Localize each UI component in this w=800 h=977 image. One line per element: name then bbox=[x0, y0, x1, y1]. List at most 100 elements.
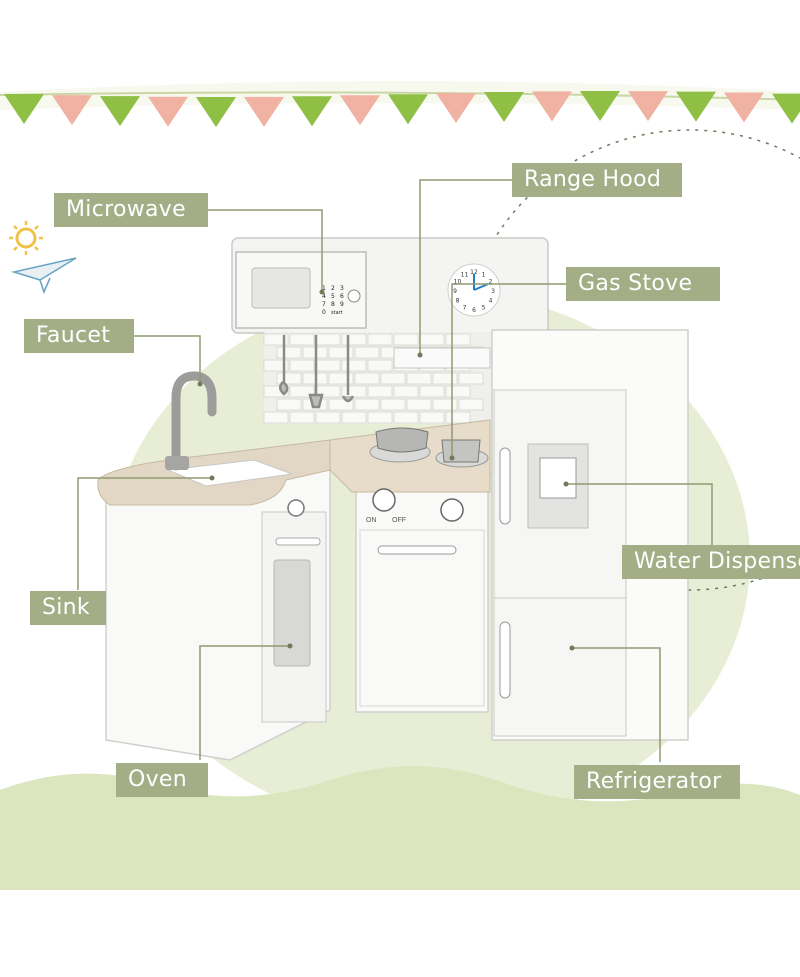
sun-icon bbox=[9, 221, 43, 255]
keypad-key: 6 bbox=[340, 293, 344, 300]
clock-number: 11 bbox=[461, 272, 469, 279]
stove-cabinet bbox=[355, 475, 489, 713]
label-refrigerator: Refrigerator bbox=[574, 765, 740, 799]
backsplash-tile bbox=[263, 359, 289, 372]
label-water-dispenser-text: Water Dispenser bbox=[634, 549, 800, 574]
leader-sink bbox=[77, 477, 212, 590]
fridge-upper-handle bbox=[499, 447, 511, 525]
label-refrigerator-text: Refrigerator bbox=[586, 769, 722, 794]
leader-faucet bbox=[134, 335, 201, 382]
backsplash-tile bbox=[367, 411, 393, 424]
frying-pan bbox=[375, 427, 429, 453]
clock-number: 6 bbox=[472, 307, 476, 314]
bunting-flag bbox=[532, 91, 572, 122]
backsplash-tile bbox=[393, 333, 419, 346]
clock-number: 4 bbox=[489, 298, 493, 305]
bunting-flag bbox=[628, 91, 668, 122]
keypad-key: 4 bbox=[322, 293, 326, 300]
bunting-flag bbox=[772, 93, 800, 124]
bunting-garland bbox=[0, 91, 800, 127]
bunting-flag bbox=[4, 94, 44, 124]
bunting-flag bbox=[436, 93, 476, 124]
paper-plane-icon bbox=[10, 257, 77, 295]
sink-basin bbox=[166, 459, 293, 487]
stove-door-handle bbox=[377, 545, 457, 555]
keypad-key: 3 bbox=[340, 285, 344, 292]
bunting-flag bbox=[196, 96, 236, 127]
knob-off-text: OFF bbox=[392, 517, 406, 524]
utensil-ladle bbox=[279, 335, 289, 396]
backsplash-tile bbox=[406, 398, 432, 411]
leader-microwave bbox=[208, 209, 323, 290]
backsplash-tile bbox=[380, 372, 406, 385]
backsplash-tile bbox=[328, 372, 354, 385]
bunting-flag bbox=[340, 95, 380, 126]
backsplash-tile bbox=[458, 372, 484, 385]
bunting-flag bbox=[484, 92, 524, 123]
keypad-key: start bbox=[331, 310, 343, 316]
backsplash-tile bbox=[341, 333, 367, 346]
keypad-key: 1 bbox=[322, 285, 326, 292]
label-range-hood-text: Range Hood bbox=[524, 167, 662, 192]
keypad-key: 7 bbox=[322, 301, 326, 308]
keypad-key: 0 bbox=[322, 309, 326, 316]
leader-range-hood bbox=[419, 179, 512, 353]
bunting-flag bbox=[52, 95, 92, 126]
backsplash-tiles bbox=[263, 333, 484, 424]
backsplash-tile bbox=[276, 398, 302, 411]
label-range-hood: Range Hood bbox=[512, 163, 682, 197]
label-sink: Sink bbox=[30, 591, 106, 625]
oven-window bbox=[273, 559, 311, 667]
backsplash-tile bbox=[419, 385, 445, 398]
dispenser-nozzle-area bbox=[539, 457, 577, 499]
backsplash-tile bbox=[315, 411, 341, 424]
clock-number: 5 bbox=[482, 305, 486, 312]
bunting-flag bbox=[244, 96, 284, 127]
label-oven: Oven bbox=[116, 763, 208, 797]
label-gas-stove-text: Gas Stove bbox=[578, 271, 693, 296]
leader-oven bbox=[199, 645, 290, 760]
backsplash-tile bbox=[367, 385, 393, 398]
backsplash-tile bbox=[393, 385, 419, 398]
leader-refrigerator bbox=[572, 647, 661, 762]
oven-handle bbox=[275, 537, 321, 546]
backsplash-tile bbox=[263, 411, 289, 424]
range-hood bbox=[393, 347, 491, 369]
clock-number: 1 bbox=[482, 272, 486, 279]
leader-dots bbox=[197, 289, 575, 651]
backsplash-tile bbox=[458, 398, 484, 411]
backsplash-tile bbox=[354, 398, 380, 411]
bunting-flag bbox=[100, 96, 140, 127]
stove-door bbox=[359, 529, 485, 707]
backsplash-tile bbox=[289, 359, 315, 372]
backsplash-tile bbox=[419, 333, 445, 346]
clock-number: 2 bbox=[489, 279, 493, 286]
backsplash-tile bbox=[341, 359, 367, 372]
backsplash-tile bbox=[354, 372, 380, 385]
backsplash-tile bbox=[341, 411, 367, 424]
backsplash-tile bbox=[289, 385, 315, 398]
fridge-lower-handle bbox=[499, 621, 511, 699]
clock-number: 9 bbox=[453, 288, 457, 295]
keypad-key: 9 bbox=[340, 301, 344, 308]
backsplash-tile bbox=[328, 398, 354, 411]
backsplash-tile bbox=[263, 385, 289, 398]
microwave-window bbox=[251, 267, 311, 309]
label-microwave-text: Microwave bbox=[66, 197, 186, 222]
stove-knob-right bbox=[440, 498, 464, 522]
backsplash-tile bbox=[276, 346, 302, 359]
label-sink-text: Sink bbox=[42, 595, 90, 620]
fridge-lower-door bbox=[493, 597, 627, 737]
bunting-flag bbox=[292, 96, 332, 127]
backsplash-tile bbox=[445, 333, 471, 346]
backsplash-tile bbox=[393, 411, 419, 424]
clock-hands bbox=[473, 274, 489, 291]
bunting-flag bbox=[388, 94, 428, 125]
floor-hills bbox=[0, 766, 800, 890]
clock-number: 8 bbox=[456, 298, 460, 305]
leader-gas-stove bbox=[451, 283, 566, 456]
backsplash-tile bbox=[315, 333, 341, 346]
pot bbox=[441, 439, 481, 463]
